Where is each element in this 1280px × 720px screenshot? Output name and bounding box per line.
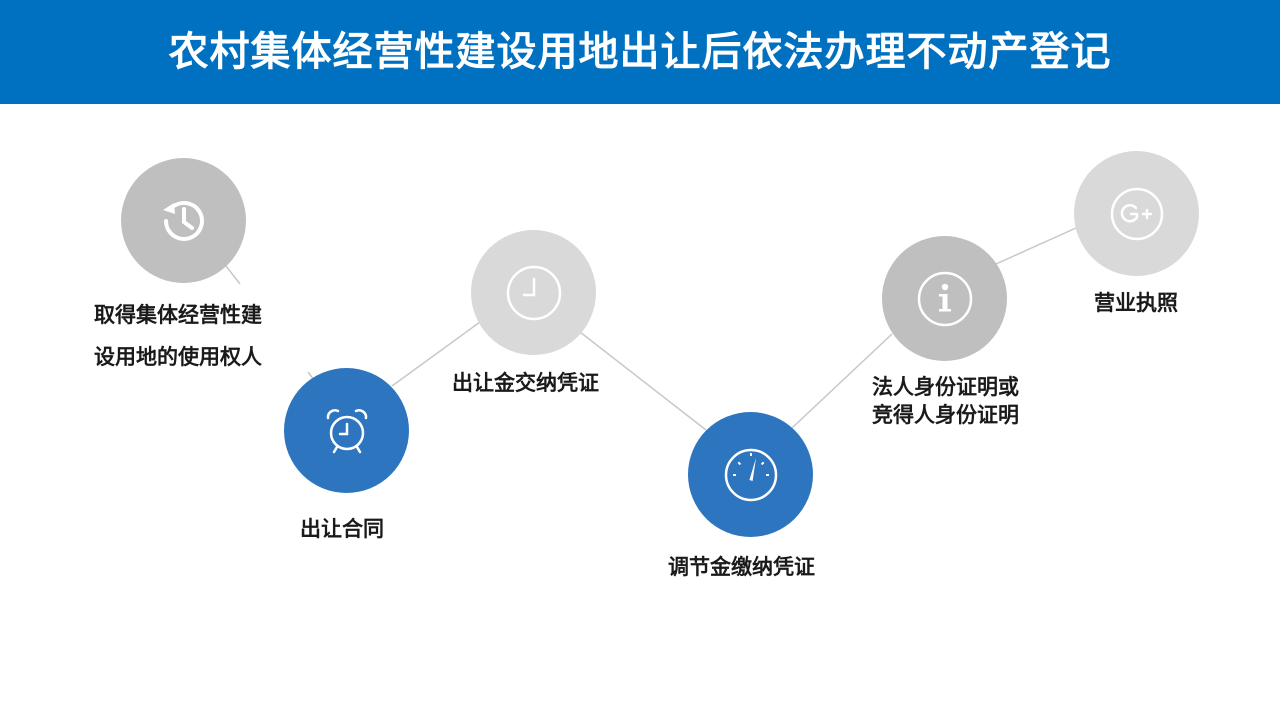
step-node-1	[121, 158, 246, 283]
step-node-4	[688, 412, 813, 537]
step-label-2: 出让合同	[300, 517, 384, 541]
connector-2-3	[391, 321, 481, 387]
step-label-6: 营业执照	[1094, 291, 1178, 315]
step-label-4: 调节金缴纳凭证	[668, 555, 815, 579]
step-node-2	[284, 368, 409, 493]
gauge-icon	[724, 448, 777, 501]
clock-icon	[506, 265, 561, 320]
step-label-5: 法人身份证明或 竞得人身份证明	[872, 375, 1019, 427]
connector-1-2	[225, 265, 241, 285]
alarm-clock-icon	[326, 408, 367, 453]
history-icon	[162, 200, 204, 241]
title-bar	[0, 0, 1280, 104]
connector-3-4	[579, 331, 707, 431]
step-node-6	[1074, 151, 1199, 276]
connector-4-5	[791, 333, 893, 429]
info-icon	[917, 271, 972, 326]
google-plus-icon	[1110, 187, 1163, 240]
step-label-1: 取得集体经营性建 设用地的使用权人	[94, 303, 262, 369]
connector-5-6	[995, 227, 1077, 265]
step-node-5	[882, 236, 1007, 361]
step-label-3: 出让金交纳凭证	[452, 371, 599, 395]
step-node-3	[471, 230, 596, 355]
page-title: 农村集体经营性建设用地出让后依法办理不动产登记	[168, 29, 1112, 75]
